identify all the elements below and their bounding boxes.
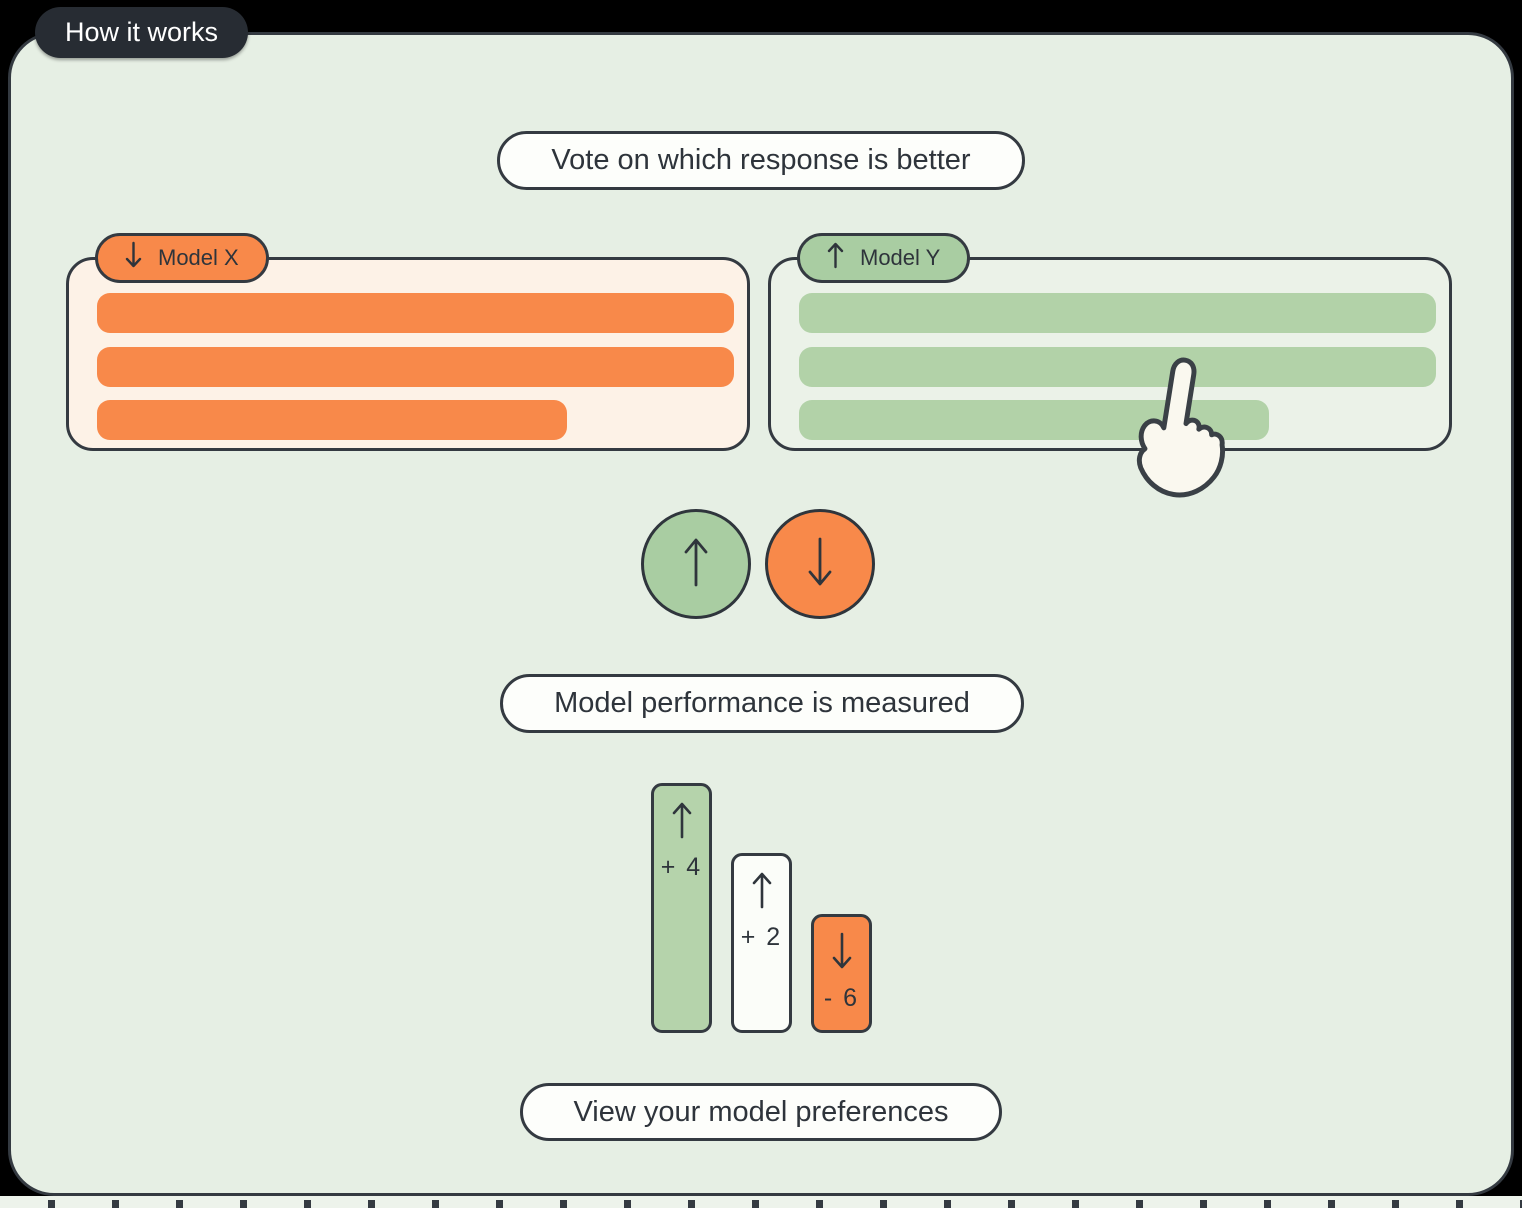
down-arrow-icon: [125, 241, 142, 275]
upvote-button[interactable]: [641, 509, 751, 619]
down-arrow-icon: [830, 932, 854, 975]
step-caption-preferences-label: View your model preferences: [573, 1095, 949, 1128]
up-arrow-icon: [682, 536, 710, 593]
step-caption-vote-label: Vote on which response is better: [551, 144, 971, 176]
response-text-line: [799, 293, 1436, 333]
bar-value-label: + 4: [660, 853, 703, 881]
model-x-label: Model X: [158, 245, 239, 270]
bar-value-label: + 2: [740, 923, 783, 951]
step-caption-performance-label: Model performance is measured: [554, 687, 970, 719]
up-arrow-icon: [670, 801, 694, 844]
step-caption-performance: Model performance is measured: [500, 674, 1024, 733]
model-x-response-card: Model X: [66, 233, 750, 451]
response-text-line: [97, 347, 734, 387]
up-arrow-icon: [750, 871, 774, 914]
step-caption-vote: Vote on which response is better: [497, 131, 1025, 190]
bar-value-label: - 6: [823, 984, 860, 1012]
model-y-badge: Model Y: [797, 233, 971, 283]
up-arrow-icon: [827, 241, 844, 275]
ruler-ticks: [0, 1200, 1522, 1208]
performance-bar-negative: - 6: [811, 914, 872, 1033]
down-arrow-icon: [806, 536, 834, 593]
performance-bar-positive-large: + 4: [651, 783, 712, 1033]
response-text-line: [97, 293, 734, 333]
model-y-label: Model Y: [860, 245, 941, 270]
model-x-badge: Model X: [95, 233, 269, 283]
response-text-line: [799, 347, 1436, 387]
ruler-strip: [0, 1196, 1522, 1208]
step-caption-preferences: View your model preferences: [520, 1083, 1002, 1141]
pointer-hand-icon: [1110, 346, 1251, 520]
performance-bar-positive-small: + 2: [731, 853, 792, 1033]
response-text-line: [97, 400, 567, 440]
section-title-badge: How it works: [35, 7, 249, 58]
model-y-response-card[interactable]: Model Y: [768, 233, 1452, 451]
section-title: How it works: [65, 17, 219, 47]
downvote-button[interactable]: [765, 509, 875, 619]
